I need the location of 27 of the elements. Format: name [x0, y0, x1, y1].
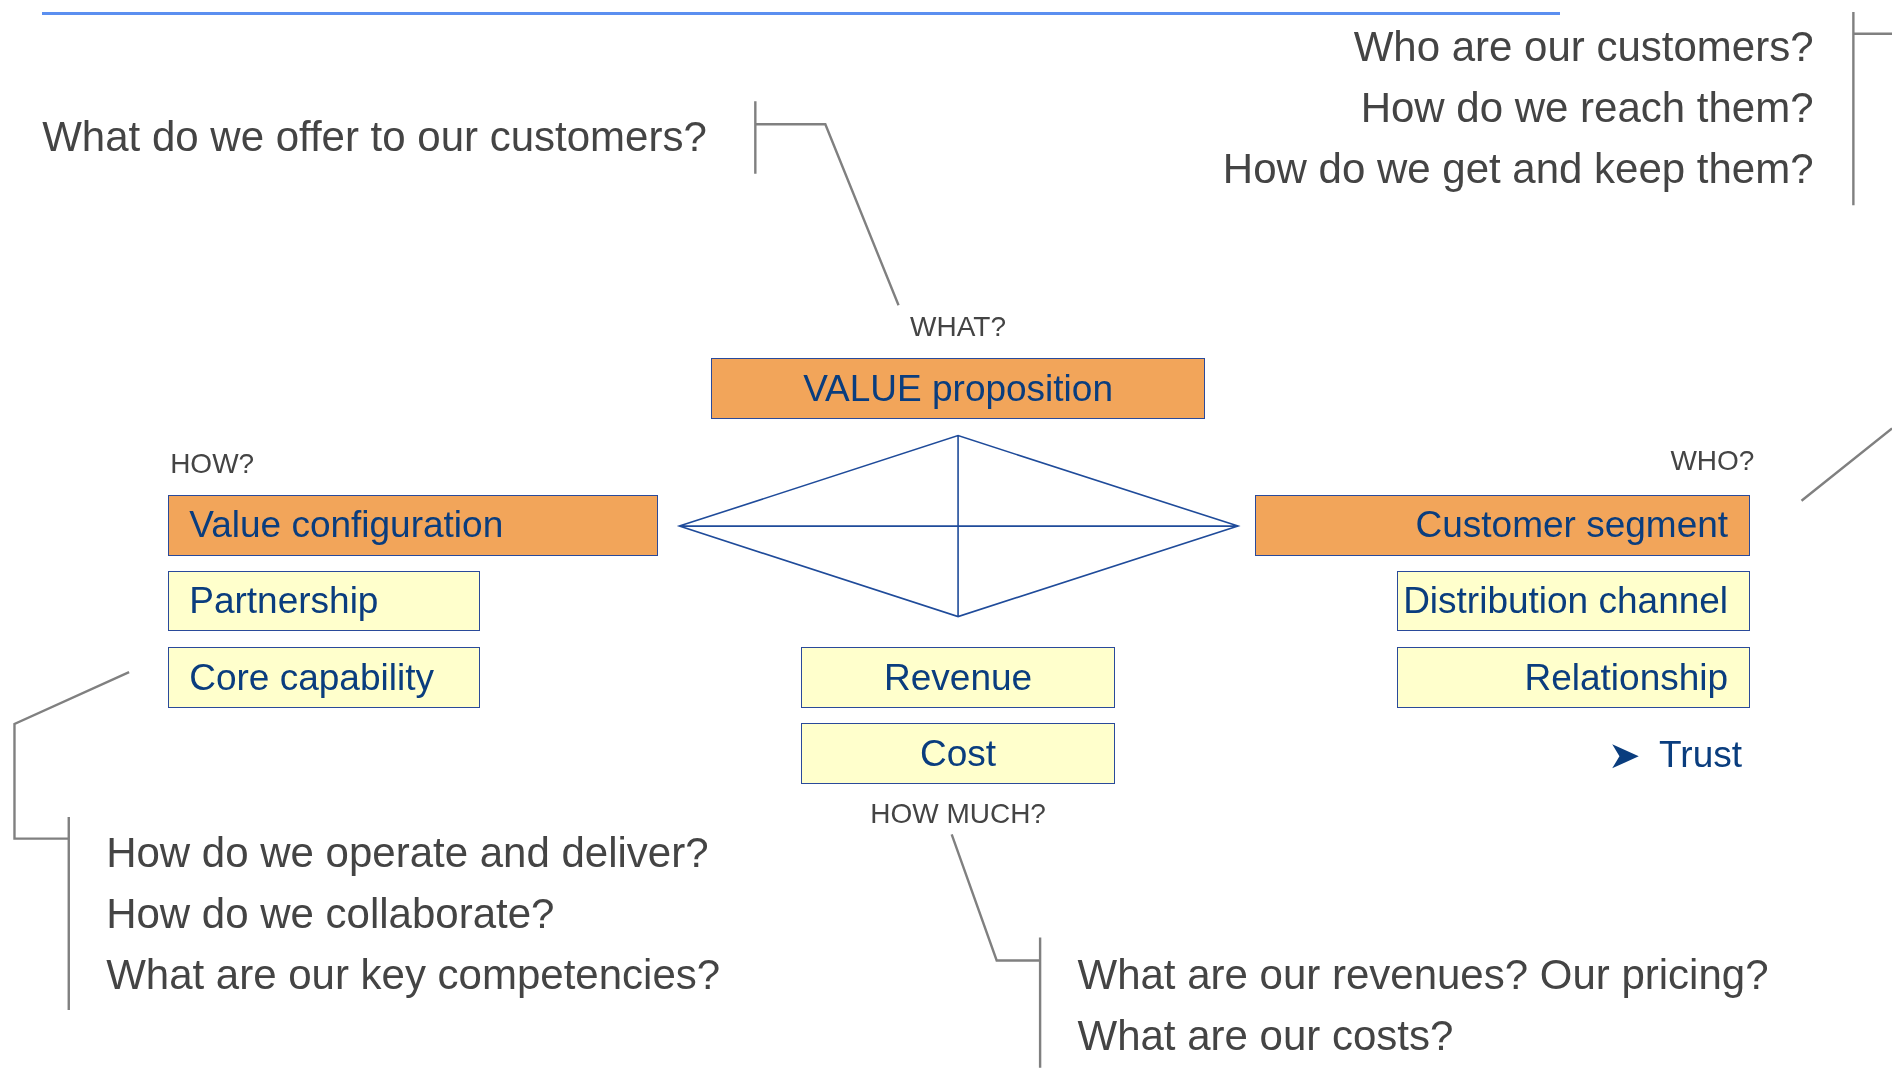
question-text: Who are our customers? [1352, 21, 1814, 72]
section-label: WHAT? [902, 311, 1014, 346]
label-box: VALUE proposition [710, 358, 1206, 419]
label-box: Customer segment [1254, 494, 1750, 557]
question-text: What do we offer to our customers? [42, 112, 708, 163]
question-text: How do we get and keep them? [1221, 143, 1814, 194]
section-label: HOW? [170, 447, 267, 482]
question-text: What are our costs? [1077, 1010, 1455, 1061]
leader-line [13, 670, 131, 1012]
label-box: Core capability [167, 646, 481, 709]
label-box: Relationship [1397, 646, 1750, 709]
question-text: What are our key competencies? [106, 949, 722, 1000]
label-box: Revenue [801, 646, 1115, 709]
leader-line [950, 833, 1042, 1069]
bullet-text: Trust [1659, 733, 1743, 776]
leader-line [1800, 10, 1892, 502]
leader-line [754, 100, 900, 307]
question-text: How do we operate and deliver? [106, 827, 710, 878]
question-text: How do we collaborate? [106, 888, 556, 939]
label-box: Value configuration [167, 494, 658, 557]
label-box: Distribution channel [1397, 570, 1750, 632]
section-label: HOW MUCH? [851, 797, 1065, 832]
label-box: Cost [801, 722, 1115, 785]
section-label: WHO? [1655, 445, 1755, 479]
question-text: How do we reach them? [1359, 82, 1814, 133]
question-text: What are our revenues? Our pricing? [1077, 949, 1770, 1000]
label-box: Partnership [167, 570, 481, 632]
